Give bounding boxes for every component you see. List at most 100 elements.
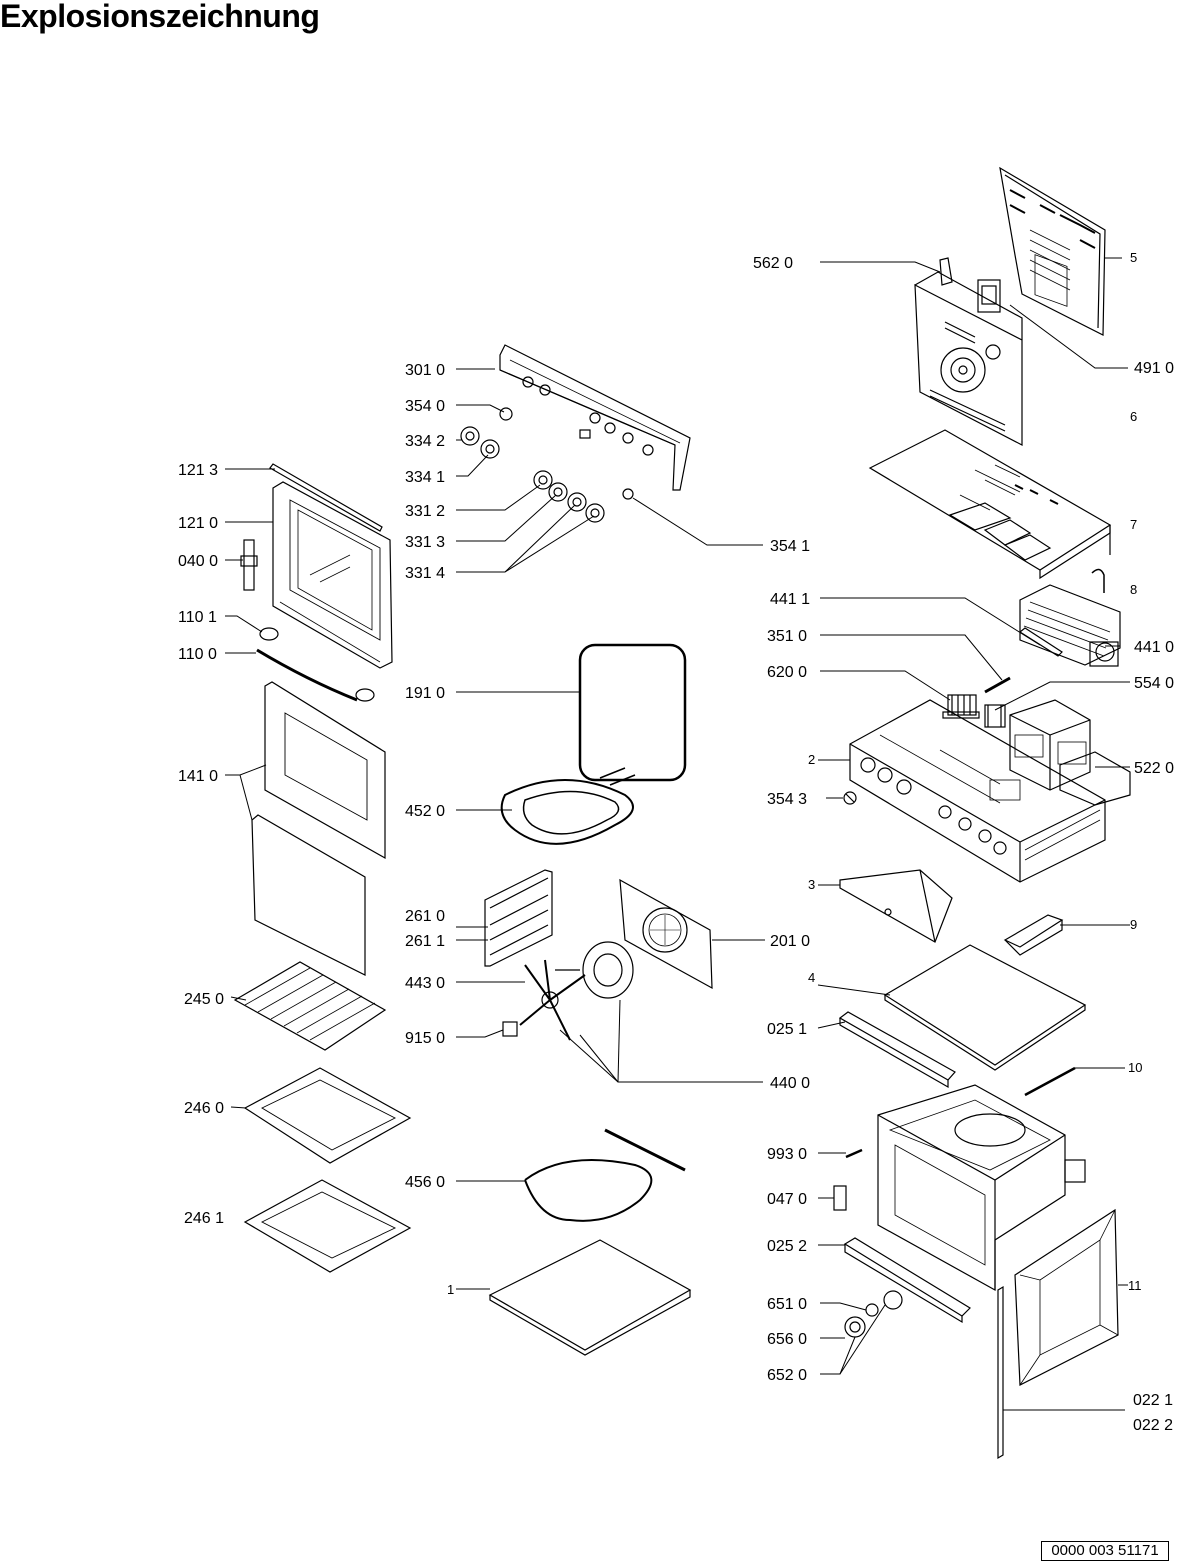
part-lamp-assembly	[844, 1290, 903, 1338]
callout-301-0: 301 0	[405, 362, 445, 379]
callout-652-0: 652 0	[767, 1367, 807, 1384]
part-control-panel	[499, 344, 691, 491]
part-fan-cover	[619, 878, 713, 990]
callout-441-0: 441 0	[1134, 639, 1174, 656]
callout-261-1: 261 1	[405, 933, 445, 950]
leader-lines	[225, 257, 1130, 1411]
part-shelf-supports	[484, 869, 553, 967]
callout-6: 6	[1130, 409, 1137, 424]
callout-025-2: 025 2	[767, 1238, 807, 1255]
part-knobs-lower	[533, 470, 605, 523]
callout-4: 4	[808, 970, 815, 985]
callout-2: 2	[808, 752, 815, 767]
callout-351-0: 351 0	[767, 628, 807, 645]
callout-246-1: 246 1	[184, 1210, 224, 1227]
callout-354-1: 354 1	[770, 538, 810, 555]
callout-651-0: 651 0	[767, 1296, 807, 1313]
part-rod-10	[1024, 1066, 1076, 1097]
part-cooling-fan	[1019, 584, 1121, 667]
part-front-frame	[1014, 1208, 1119, 1386]
part-hinge	[240, 539, 258, 591]
callout-456-0: 456 0	[405, 1174, 445, 1191]
callout-522-0: 522 0	[1134, 760, 1174, 777]
callout-191-0: 191 0	[405, 685, 445, 702]
callout-121-0: 121 0	[178, 515, 218, 532]
callout-022-1: 022 1	[1133, 1392, 1173, 1409]
callout-11: 11	[1128, 1278, 1142, 1293]
part-bottom-plate	[488, 1239, 692, 1356]
part-switch	[984, 704, 1006, 728]
part-knobs-upper	[460, 407, 634, 500]
part-rear-panel	[914, 257, 1023, 446]
callout-334-2: 334 2	[405, 433, 445, 450]
part-lower-element	[524, 1128, 686, 1222]
callout-331-4: 331 4	[405, 565, 445, 582]
callout-201-0: 201 0	[770, 933, 810, 950]
part-insulation-plate	[883, 944, 1087, 1071]
callout-5: 5	[1130, 250, 1137, 265]
callout-245-0: 245 0	[184, 991, 224, 1008]
part-latch	[833, 1185, 847, 1211]
callout-915-0: 915 0	[405, 1030, 445, 1047]
callout-656-0: 656 0	[767, 1331, 807, 1348]
callout-354-0: 354 0	[405, 398, 445, 415]
callout-9: 9	[1130, 917, 1137, 932]
part-bracket-small	[1091, 568, 1105, 593]
part-control-housing	[849, 699, 1106, 883]
callout-040-0: 040 0	[178, 553, 218, 570]
callout-7: 7	[1130, 517, 1137, 532]
part-tray-1	[243, 1067, 412, 1164]
callout-491-0: 491 0	[1134, 360, 1174, 377]
callout-110-0: 110 0	[178, 646, 217, 663]
part-rail-lower	[843, 1237, 971, 1324]
callout-620-0: 620 0	[767, 664, 807, 681]
part-handle	[256, 627, 375, 702]
callout-141-0: 141 0	[178, 768, 218, 785]
document-number: 0000 003 51171	[1041, 1541, 1169, 1561]
part-side-strip	[997, 1285, 1004, 1460]
callout-121-3: 121 3	[178, 462, 218, 479]
callout-993-0: 993 0	[767, 1146, 807, 1163]
part-wire-rack	[233, 961, 387, 1051]
callout-440-0: 440 0	[770, 1075, 810, 1092]
part-door	[272, 481, 393, 669]
part-grill-element	[500, 767, 636, 845]
part-tray-2	[243, 1179, 412, 1273]
callout-261-0: 261 0	[405, 908, 445, 925]
callout-8: 8	[1130, 582, 1137, 597]
callout-554-0: 554 0	[1134, 675, 1174, 692]
callout-047-0: 047 0	[767, 1191, 807, 1208]
callout-3: 3	[808, 877, 815, 892]
callout-331-2: 331 2	[405, 503, 445, 520]
callout-022-2: 022 2	[1133, 1417, 1173, 1434]
part-rear-cover	[999, 166, 1106, 336]
part-small-board	[1003, 914, 1064, 956]
part-small-knob	[843, 791, 857, 805]
part-glass-panes	[251, 681, 386, 976]
part-screw	[845, 1148, 863, 1159]
callout-025-1: 025 1	[767, 1021, 807, 1038]
part-strip	[1018, 627, 1063, 657]
part-fan-motor	[519, 941, 634, 1041]
callout-452-0: 452 0	[405, 803, 445, 820]
part-switch-modules	[1009, 699, 1131, 806]
callout-354-3: 354 3	[767, 791, 807, 808]
callout-443-0: 443 0	[405, 975, 445, 992]
callout-10: 10	[1128, 1060, 1142, 1075]
callout-441-1: 441 1	[770, 591, 810, 608]
page-title: Explosionszeichnung	[0, 0, 320, 34]
callout-334-1: 334 1	[405, 469, 445, 486]
part-nut	[502, 1021, 518, 1037]
callout-246-0: 246 0	[184, 1100, 224, 1117]
part-oven-cavity	[877, 1084, 1086, 1292]
part-bracket-plate	[839, 869, 953, 943]
callout-562-0: 562 0	[753, 255, 793, 272]
part-door-top-strip	[269, 463, 383, 532]
part-rail-upper	[838, 1011, 956, 1089]
part-drawings	[233, 166, 1131, 1460]
part-door-gasket	[578, 643, 687, 782]
part-rod	[984, 676, 1011, 694]
callout-1: 1	[447, 1282, 454, 1297]
callout-110-1: 110 1	[178, 609, 217, 626]
